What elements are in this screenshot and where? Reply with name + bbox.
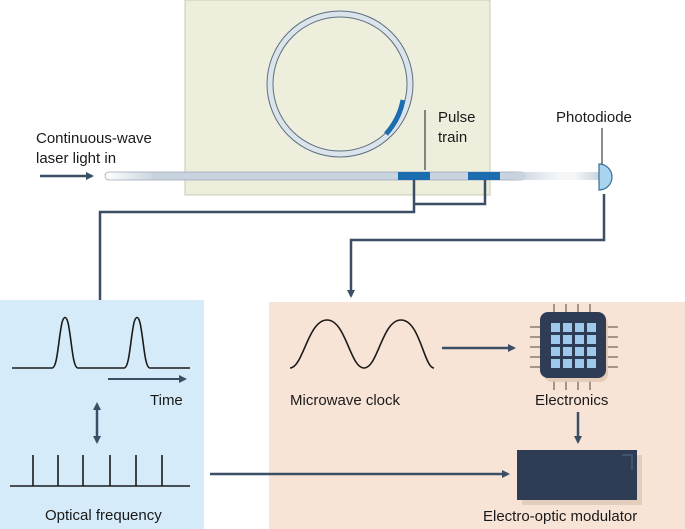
microwave-sine — [289, 319, 435, 369]
chip-icon — [530, 304, 618, 390]
microresonator-ring — [266, 10, 414, 158]
electronics-label: Electronics — [535, 392, 608, 409]
pulse-segment-1 — [398, 172, 430, 180]
photodiode-to-clock-line — [347, 194, 606, 298]
input-label-line2: laser light in — [36, 150, 116, 167]
photodiode-label: Photodiode — [556, 109, 632, 126]
pulse-to-left-line — [98, 180, 416, 300]
modulator-label: Electro-optic modulator — [483, 508, 637, 525]
photodiode-icon — [598, 163, 613, 191]
pulse-train-label-line2: train — [438, 129, 467, 146]
microwave-clock-label: Microwave clock — [290, 392, 401, 409]
waveguide — [104, 171, 600, 181]
frequency-comb — [10, 455, 190, 487]
pulse-tap-line — [414, 180, 487, 206]
pulse-waveform — [12, 316, 190, 369]
pulse-train-label-line1: Pulse — [438, 109, 476, 126]
pulse-segment-2 — [468, 172, 500, 180]
chip-panel — [184, 0, 491, 196]
modulator-block — [517, 450, 642, 505]
time-frequency-panel — [0, 300, 204, 529]
input-label-line1: Continuous-wave — [36, 130, 152, 147]
optical-frequency-label: Optical frequency — [45, 507, 162, 524]
time-label: Time — [150, 392, 183, 409]
